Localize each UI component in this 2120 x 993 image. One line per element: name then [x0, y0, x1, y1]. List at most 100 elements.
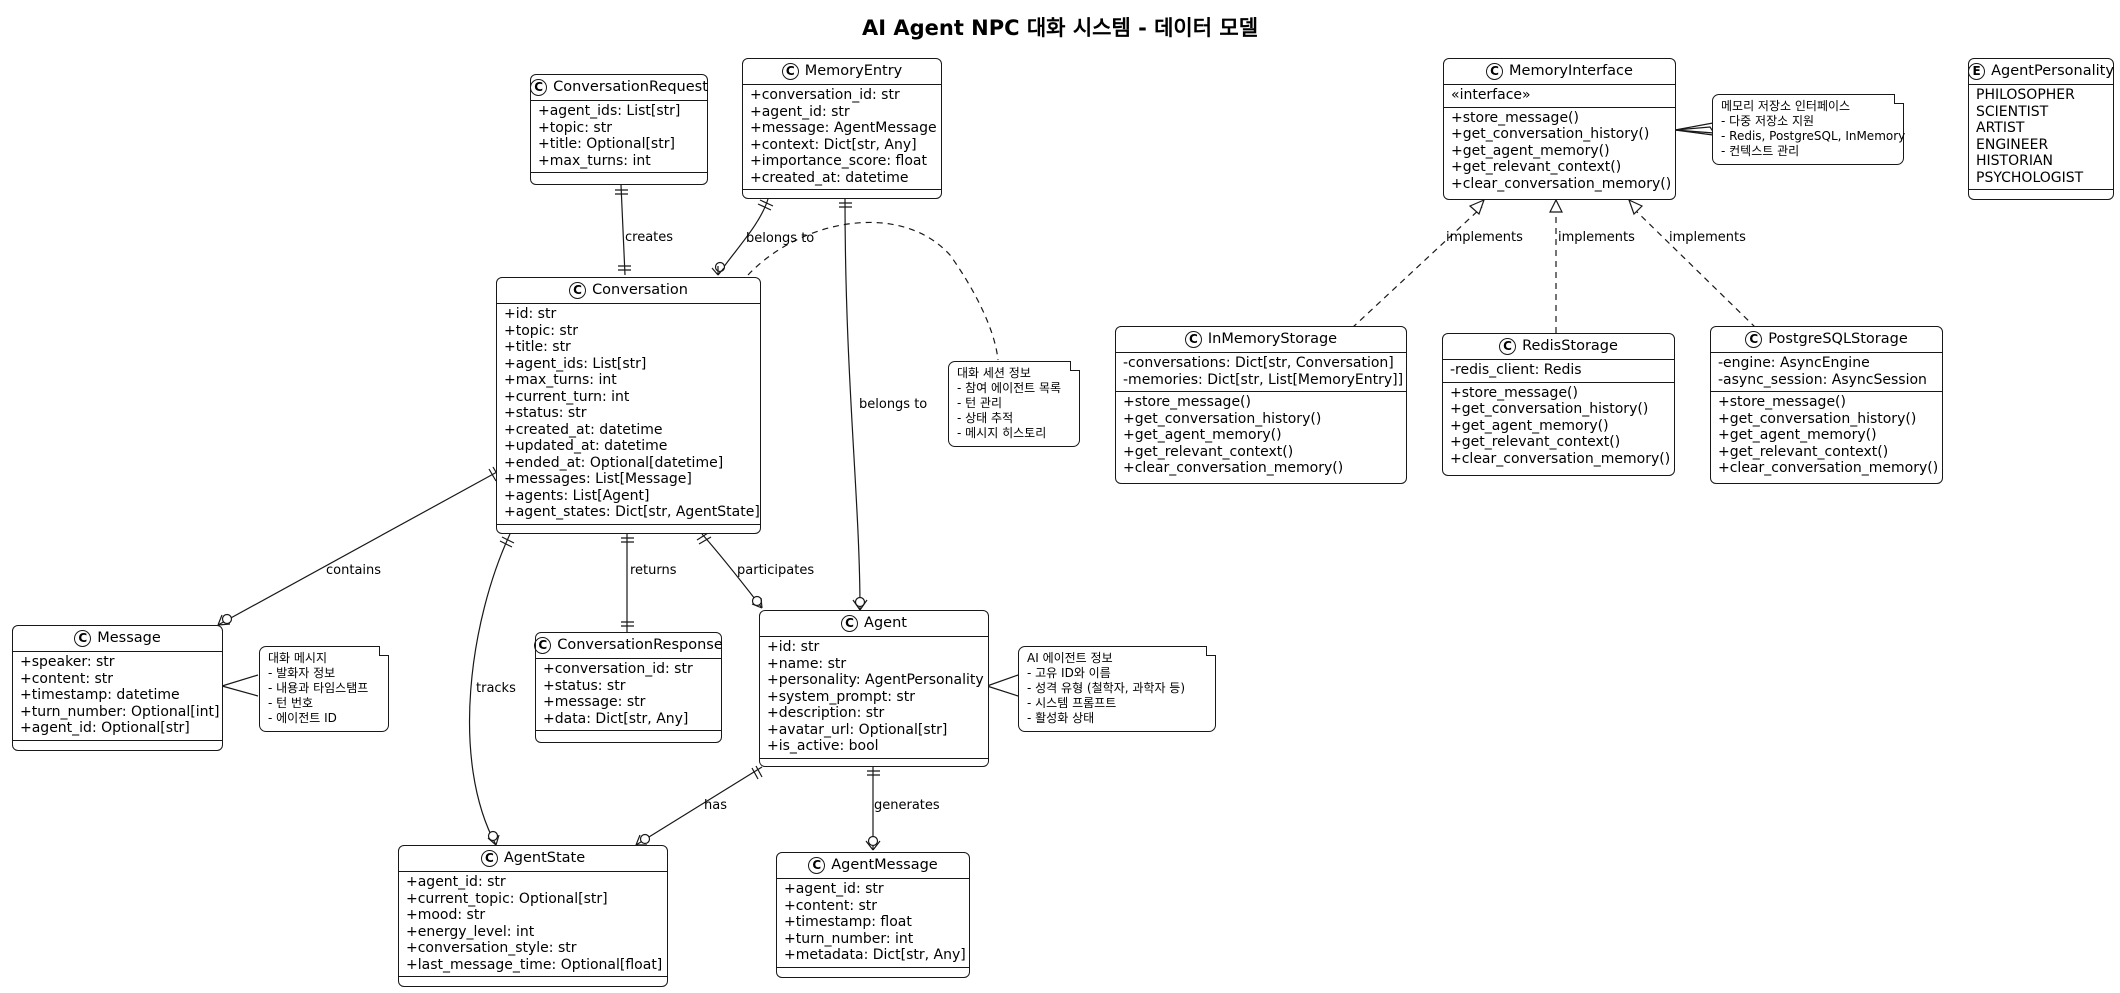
field: +is_active: bool — [767, 738, 879, 754]
stereotype: «interface» — [1451, 87, 1531, 103]
field: -conversations: Dict[str, Conversation] — [1123, 355, 1394, 371]
field: +system_prompt: str — [767, 688, 915, 705]
enum-value: SCIENTIST — [1976, 103, 2049, 120]
class-methods — [497, 523, 760, 531]
class-fields: +agent_ids: List[str] +topic: str +title… — [531, 100, 707, 172]
class-name: MemoryEntry — [804, 63, 903, 80]
field: +agents: List[Agent] — [504, 487, 650, 504]
class-methods: +store_message() +get_conversation_histo… — [1444, 106, 1675, 196]
label-creates: creates — [625, 230, 674, 245]
class-stereotype: «interface» — [1444, 84, 1675, 107]
field: -memories: Dict[str, List[MemoryEntry]] — [1123, 371, 1404, 388]
edge-implements-postgres — [1631, 206, 1757, 329]
field: +agent_id: str — [784, 881, 884, 897]
class-fields: +id: str +name: str +personality: AgentP… — [760, 636, 988, 758]
label-belongs-to-conversation: belongs to — [746, 231, 815, 246]
label-contains: contains — [326, 563, 382, 578]
edge-belongs-to-agent — [844, 198, 861, 611]
edge-creates — [620, 184, 626, 276]
class-icon: C — [480, 850, 498, 867]
field: +title: Optional[str] — [538, 136, 675, 152]
enum-value: HISTORIAN — [1976, 153, 2054, 169]
class-name: RedisStorage — [1522, 338, 1618, 355]
enum-value: PHILOSOPHER — [1976, 87, 2075, 103]
class-agent-state[interactable]: C AgentState +agent_id: str +current_topi… — [398, 845, 668, 987]
field: +ended_at: Optional[datetime] — [504, 454, 724, 471]
edge-contains — [217, 471, 498, 626]
field: +max_turns: int — [504, 372, 617, 388]
class-fields: +conversation_id: str +agent_id: str +me… — [743, 84, 941, 189]
field: +agent_id: str — [750, 103, 850, 120]
method: +get_agent_memory() — [1451, 142, 1610, 159]
label-belongs-to-agent: belongs to — [859, 397, 928, 412]
edge-implements-inmemory — [1351, 206, 1483, 329]
label-implements-inmemory: implements — [1446, 230, 1523, 245]
field: +data: Dict[str, Any] — [543, 710, 689, 727]
class-name: MemoryInterface — [1509, 63, 1633, 80]
enum-name: AgentPersonality — [1991, 63, 2114, 80]
field: +personality: AgentPersonality — [767, 672, 984, 688]
method: +get_agent_memory() — [1123, 427, 1282, 443]
field: +agent_id: Optional[str] — [20, 720, 190, 736]
class-methods — [760, 757, 988, 765]
class-methods — [743, 189, 941, 196]
class-icon: C — [781, 63, 799, 80]
label-generates: generates — [874, 798, 940, 813]
class-icon: C — [841, 615, 859, 632]
method: +clear_conversation_memory() — [1451, 175, 1672, 192]
class-fields: +id: str +topic: str +title: str +agent_… — [497, 303, 760, 524]
edge-conversation-note — [747, 221, 999, 361]
field: -async_session: AsyncSession — [1718, 371, 1927, 388]
field: +agent_ids: List[str] — [504, 355, 647, 372]
method: +clear_conversation_memory() — [1450, 450, 1671, 467]
class-icon: C — [1486, 63, 1504, 80]
field: -redis_client: Redis — [1450, 362, 1582, 378]
class-icon: C — [808, 857, 826, 874]
label-implements-postgres: implements — [1669, 230, 1746, 245]
field: +current_topic: Optional[str] — [406, 890, 608, 907]
class-icon: C — [74, 630, 92, 647]
class-fields: +speaker: str +content: str +timestamp: … — [13, 651, 222, 740]
class-methods — [531, 172, 707, 179]
method: +get_conversation_history() — [1450, 401, 1649, 417]
field: +max_turns: int — [538, 152, 651, 169]
class-methods — [399, 976, 667, 983]
class-methods — [536, 730, 721, 737]
field: +description: str — [767, 705, 885, 721]
field: +content: str — [784, 897, 878, 914]
field: +agent_ids: List[str] — [538, 103, 681, 119]
class-memory-interface[interactable]: C MemoryInterface «interface» +store_mess… — [1443, 58, 1676, 200]
field: +topic: str — [538, 119, 612, 136]
field: +messages: List[Message] — [504, 471, 692, 487]
field: +title: str — [504, 339, 571, 355]
label-implements-redis: implements — [1558, 230, 1635, 245]
class-name: AgentState — [503, 850, 586, 867]
class-memory-entry[interactable]: C MemoryEntry +conversation_id: str +agen… — [742, 58, 942, 199]
enum-value: ENGINEER — [1976, 136, 2049, 153]
class-icon: C — [530, 79, 548, 96]
method: +get_conversation_history() — [1123, 410, 1322, 427]
field: +agent_id: str — [406, 874, 506, 890]
label-returns: returns — [630, 563, 677, 578]
class-name: Conversation — [592, 282, 688, 299]
field: +agent_states: Dict[str, AgentState] — [504, 504, 760, 520]
method: +get_conversation_history() — [1718, 410, 1917, 427]
diagram-title: AI Agent NPC 대화 시스템 - 데이터 모델 — [861, 16, 1259, 40]
field: +conversation_id: str — [543, 661, 693, 677]
method: +clear_conversation_memory() — [1718, 460, 1939, 476]
label-tracks: tracks — [476, 681, 516, 696]
field: -engine: AsyncEngine — [1718, 355, 1870, 371]
class-icon: C — [1184, 331, 1202, 348]
method: +store_message() — [1451, 109, 1579, 126]
